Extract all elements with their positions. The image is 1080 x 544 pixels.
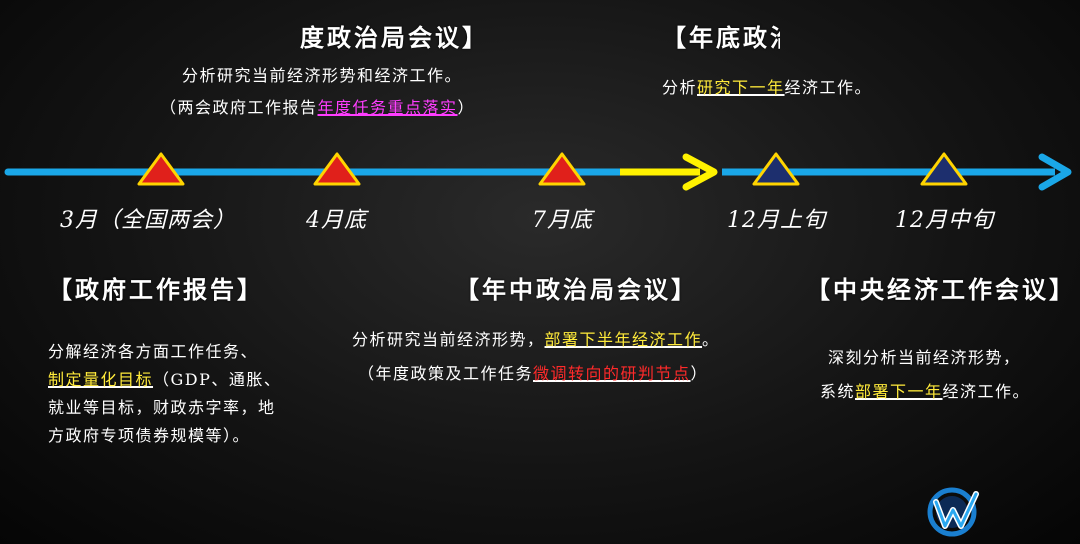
triangle-march <box>137 152 185 186</box>
triangle-dec-early <box>752 152 800 186</box>
triangle-dec-mid <box>920 152 968 186</box>
timeline-highlight-arrowhead <box>682 153 718 191</box>
midyear-line1-highlight: 部署下半年经济工作 <box>544 330 703 349</box>
midyear-line1-post: 。 <box>702 330 720 349</box>
yearend-pre: 分析 <box>662 78 698 97</box>
triangle-july <box>538 152 586 186</box>
date-dec-early: 12月上旬 <box>727 208 826 233</box>
midyear-line2-pre: （年度政策及工作任务 <box>358 364 534 383</box>
timeline <box>4 152 1072 191</box>
april-line2-pre: （两会政府工作报告 <box>160 98 318 117</box>
april-politburo-title-text: 度政治局会议】 <box>300 23 489 52</box>
central-conference-title: 【中央经济工作会议】 <box>806 275 1076 304</box>
gov-report-detail: 制定量化目标（GDP、通胀、就业等目标，财政赤字率，地方政府专项债券规模等）。 <box>48 366 288 450</box>
timeline-arrowhead <box>1038 153 1072 191</box>
gov-report-rest: （GDP、通胀、就业等目标，财政赤字率，地方政府专项债券规模等）。 <box>48 370 282 445</box>
date-july: 7月底 <box>532 208 593 233</box>
yearend-post: 经济工作。 <box>784 78 873 97</box>
yearend-politburo-title-text: 【年底政治 <box>662 23 780 52</box>
april-politburo-line1: 分析研究当前经济形势和经济工作。 <box>182 66 463 85</box>
central-line2: 系统部署下一年经济工作。 <box>820 378 1030 406</box>
yearend-highlight: 研究下一年 <box>697 78 785 97</box>
triangle-april <box>313 152 361 186</box>
central-line2-pre: 系统 <box>820 382 856 401</box>
central-line2-highlight: 部署下一年 <box>855 382 943 401</box>
midyear-politburo-title: 【年中政治局会议】 <box>455 275 698 304</box>
midyear-line2: （年度政策及工作任务微调转向的研判节点） <box>358 360 708 388</box>
gov-report-title: 【政府工作报告】 <box>48 275 264 304</box>
midyear-line1: 分析研究当前经济形势，部署下半年经济工作。 <box>352 326 720 354</box>
date-dec-mid: 12月中旬 <box>895 208 994 233</box>
midyear-line2-highlight: 微调转向的研判节点 <box>533 364 691 383</box>
april-politburo-line2: （两会政府工作报告年度任务重点落实） <box>160 94 475 122</box>
midyear-line1-pre: 分析研究当前经济形势， <box>352 330 545 349</box>
april-line2-post: ） <box>457 98 476 117</box>
yearend-politburo-desc: 分析研究下一年经济工作。 <box>662 74 872 102</box>
april-politburo-title: 度政治局会议】 <box>300 18 500 53</box>
yearend-politburo-title: 【年底政治 <box>662 18 780 53</box>
w-logo-icon <box>927 487 979 537</box>
april-line2-highlight: 年度任务重点落实 <box>317 98 458 117</box>
central-line1: 深刻分析当前经济形势， <box>828 348 1021 367</box>
central-line2-post: 经济工作。 <box>942 382 1031 401</box>
gov-report-line1: 分解经济各方面工作任务、 <box>48 342 259 361</box>
date-april: 4月底 <box>306 208 367 233</box>
date-march: 3月（全国两会） <box>60 208 236 233</box>
gov-report-highlight: 制定量化目标 <box>48 370 154 389</box>
midyear-line2-post: ） <box>690 364 709 383</box>
